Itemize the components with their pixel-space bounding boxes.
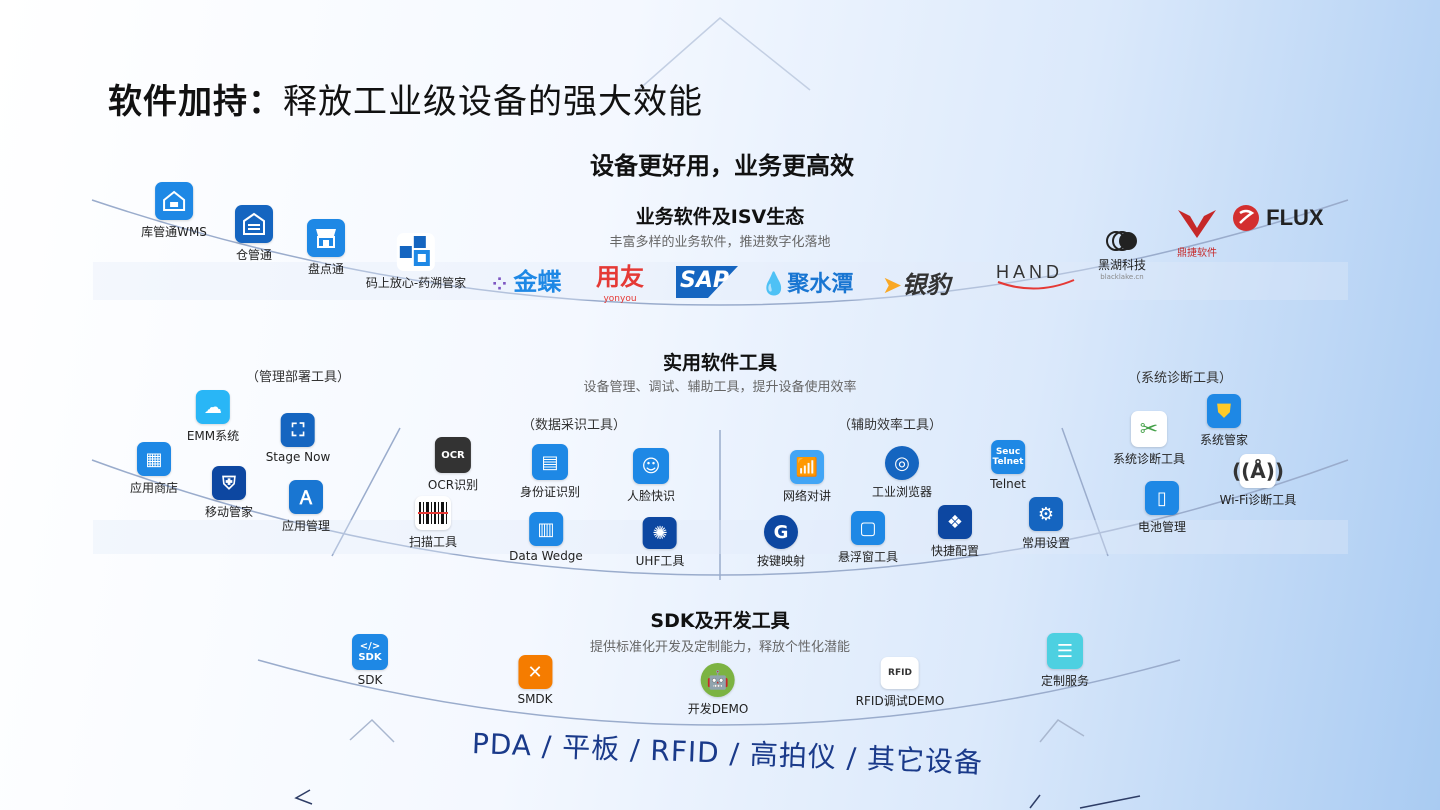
mgmt-label: （管理部署工具） (245, 370, 351, 385)
warehouse-wms-icon (155, 182, 193, 220)
capture-label: （数据采识工具） (521, 418, 627, 433)
isv-subtitle: 丰富多样的业务软件，推进数字化落地 (609, 235, 831, 250)
app-store-bag-icon: ▦ (136, 442, 171, 476)
shield-icon: ⛊ (1206, 394, 1241, 428)
ocr-icon: OCR (434, 437, 471, 473)
tools-subtitle: 设备管理、调试、辅助工具，提升设备使用效率 (583, 380, 857, 395)
emm-cloud-icon: ☁ (195, 390, 230, 424)
app-common-settings[interactable]: ⚙ 常用设置 (1022, 497, 1070, 551)
app-warehouse[interactable]: 仓管通 (235, 205, 273, 263)
divider-right (1061, 427, 1109, 557)
partner-digiwin-logo: 鼎捷软件 (1176, 206, 1218, 259)
app-sys-diag[interactable]: ✂ 系统诊断工具 (1113, 411, 1185, 467)
sdk-heading: SDK及开发工具 (650, 610, 790, 632)
app-wms[interactable]: 库管通WMS (141, 182, 207, 240)
id-card-icon: ▤ (531, 444, 568, 480)
app-mobile-manager[interactable]: ⛨ 移动管家 (205, 466, 253, 520)
partner-kingdee-logo: ⁘ 金蝶 (492, 268, 562, 296)
isv-arc (91, 199, 1349, 306)
partner-flux-logo: FLUX (1232, 204, 1324, 232)
quick-config-icon: ❖ (937, 505, 972, 539)
wifi-antenna-icon: ((Å)) (1232, 454, 1284, 488)
walkie-talkie-icon: 📶 (789, 450, 824, 484)
sdk-arc (257, 659, 1181, 726)
app-id-card[interactable]: ▤ 身份证识别 (520, 444, 580, 500)
wrench-tools-icon: ✂ (1130, 411, 1167, 447)
warehouse-door-icon (235, 205, 273, 243)
app-sys-manager[interactable]: ⛊ 系统管家 (1200, 394, 1248, 448)
app-dev-demo[interactable]: 🤖 开发DEMO (688, 663, 748, 717)
browser-icon: ◎ (884, 446, 919, 480)
stage-now-icon: ⛶ (281, 413, 315, 447)
sdk-code-icon: </>SDK (352, 634, 388, 670)
face-scan-icon: ☺ (632, 448, 669, 484)
app-scan-tool[interactable]: 扫描工具 (409, 496, 457, 550)
partner-jushuitan-logo: 💧聚水潭 (760, 272, 854, 297)
app-store[interactable]: ▦ 应用商店 (130, 442, 178, 496)
app-walkie-talkie[interactable]: 📶 网络对讲 (783, 450, 831, 504)
qr-trace-icon (397, 233, 435, 271)
partner-hand-logo: HAND (996, 262, 1075, 290)
app-emm[interactable]: ☁ EMM系统 (187, 390, 239, 444)
deco-chevron-top (635, 17, 811, 93)
app-ocr[interactable]: OCR OCR识别 (428, 437, 478, 493)
app-industrial-browser[interactable]: ◎ 工业浏览器 (872, 446, 932, 500)
partner-sap-logo: SAP (676, 266, 738, 302)
app-quick-config[interactable]: ❖ 快捷配置 (931, 505, 979, 559)
app-app-manage[interactable]: Ａ 应用管理 (282, 480, 330, 534)
tools-heading: 实用软件工具 (662, 352, 778, 374)
app-rfid-demo[interactable]: RFID RFID调试DEMO (856, 657, 944, 709)
app-uhf[interactable]: ✺ UHF工具 (636, 517, 684, 569)
app-sdk[interactable]: </>SDK SDK (352, 634, 388, 687)
store-icon (307, 219, 345, 257)
sdk-subtitle: 提供标准化开发及定制能力，释放个性化潜能 (589, 640, 851, 655)
app-manage-icon: Ａ (288, 480, 323, 514)
diag-label: （系统诊断工具） (1127, 371, 1233, 386)
divider-left (331, 427, 401, 557)
app-smdk[interactable]: ✕ SMDK (517, 655, 553, 706)
key-map-icon: G (763, 515, 798, 549)
deco-chevron-right (1039, 719, 1085, 743)
deco-arrow-bottom (294, 789, 313, 805)
barcode-icon (414, 496, 451, 530)
assist-label: （辅助效率工具） (837, 418, 943, 433)
app-wifi-diag[interactable]: ((Å)) Wi-Fi诊断工具 (1220, 454, 1296, 508)
app-float-window[interactable]: ▢ 悬浮窗工具 (838, 511, 898, 565)
app-drug-trace[interactable]: 码上放心-药溯管家 (366, 233, 466, 291)
page-title: 软件加持：释放工业级设备的强大效能 (108, 82, 703, 122)
gear-icon: ⚙ (1028, 497, 1063, 531)
app-stage-now[interactable]: ⛶ Stage Now (266, 413, 330, 464)
partner-yinbao-logo: ➤银豹 (882, 271, 951, 299)
app-data-wedge[interactable]: ▥ Data Wedge (509, 512, 583, 563)
data-wedge-icon: ▥ (528, 512, 563, 546)
app-custom-service[interactable]: ☰ 定制服务 (1041, 633, 1089, 689)
app-key-map[interactable]: G 按键映射 (757, 515, 805, 569)
app-battery[interactable]: ▯ 电池管理 (1138, 481, 1186, 535)
custom-service-icon: ☰ (1046, 633, 1083, 669)
deco-chevron-left (349, 718, 395, 743)
app-inventory[interactable]: 盘点通 (307, 219, 345, 277)
smdk-tools-icon: ✕ (518, 655, 552, 689)
partner-blacklake-logo: 黑湖科技 blacklake.cn (1098, 230, 1146, 281)
float-window-icon: ▢ (850, 511, 885, 545)
android-icon: 🤖 (701, 663, 735, 697)
battery-icon: ▯ (1144, 481, 1179, 515)
isv-heading: 业务软件及ISV生态 (635, 206, 805, 228)
uhf-icon: ✺ (643, 517, 677, 549)
headline: 设备更好用，业务更高效 (590, 152, 854, 180)
mobile-shield-icon: ⛨ (211, 466, 246, 500)
app-face[interactable]: ☺ 人脸快识 (627, 448, 675, 504)
partner-yonyou-logo: 用友 yonyou (596, 263, 644, 304)
rfid-icon: RFID (881, 657, 919, 689)
